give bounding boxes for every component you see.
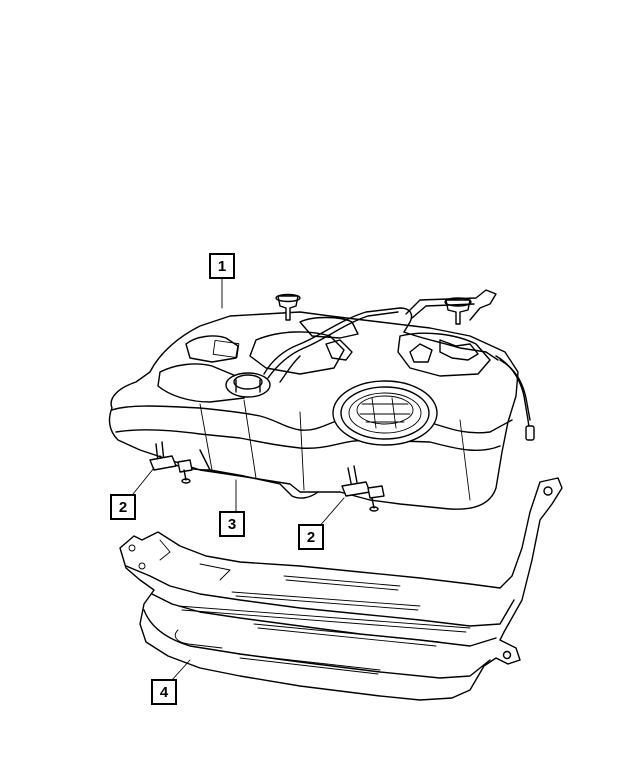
leader-2a bbox=[132, 467, 155, 495]
tank-strap-right bbox=[341, 465, 385, 512]
callout-2-right: 2 bbox=[298, 524, 324, 550]
callout-2-left: 2 bbox=[110, 494, 136, 520]
callout-1: 1 bbox=[209, 253, 235, 279]
callout-4: 4 bbox=[151, 679, 177, 705]
leader-2b bbox=[317, 497, 345, 529]
callout-3: 3 bbox=[219, 511, 245, 537]
leader-4 bbox=[171, 659, 191, 681]
heat-shield bbox=[119, 477, 563, 701]
fuel-tank bbox=[108, 289, 535, 510]
leader-lines bbox=[132, 278, 345, 681]
tank-strap-left bbox=[149, 441, 193, 484]
